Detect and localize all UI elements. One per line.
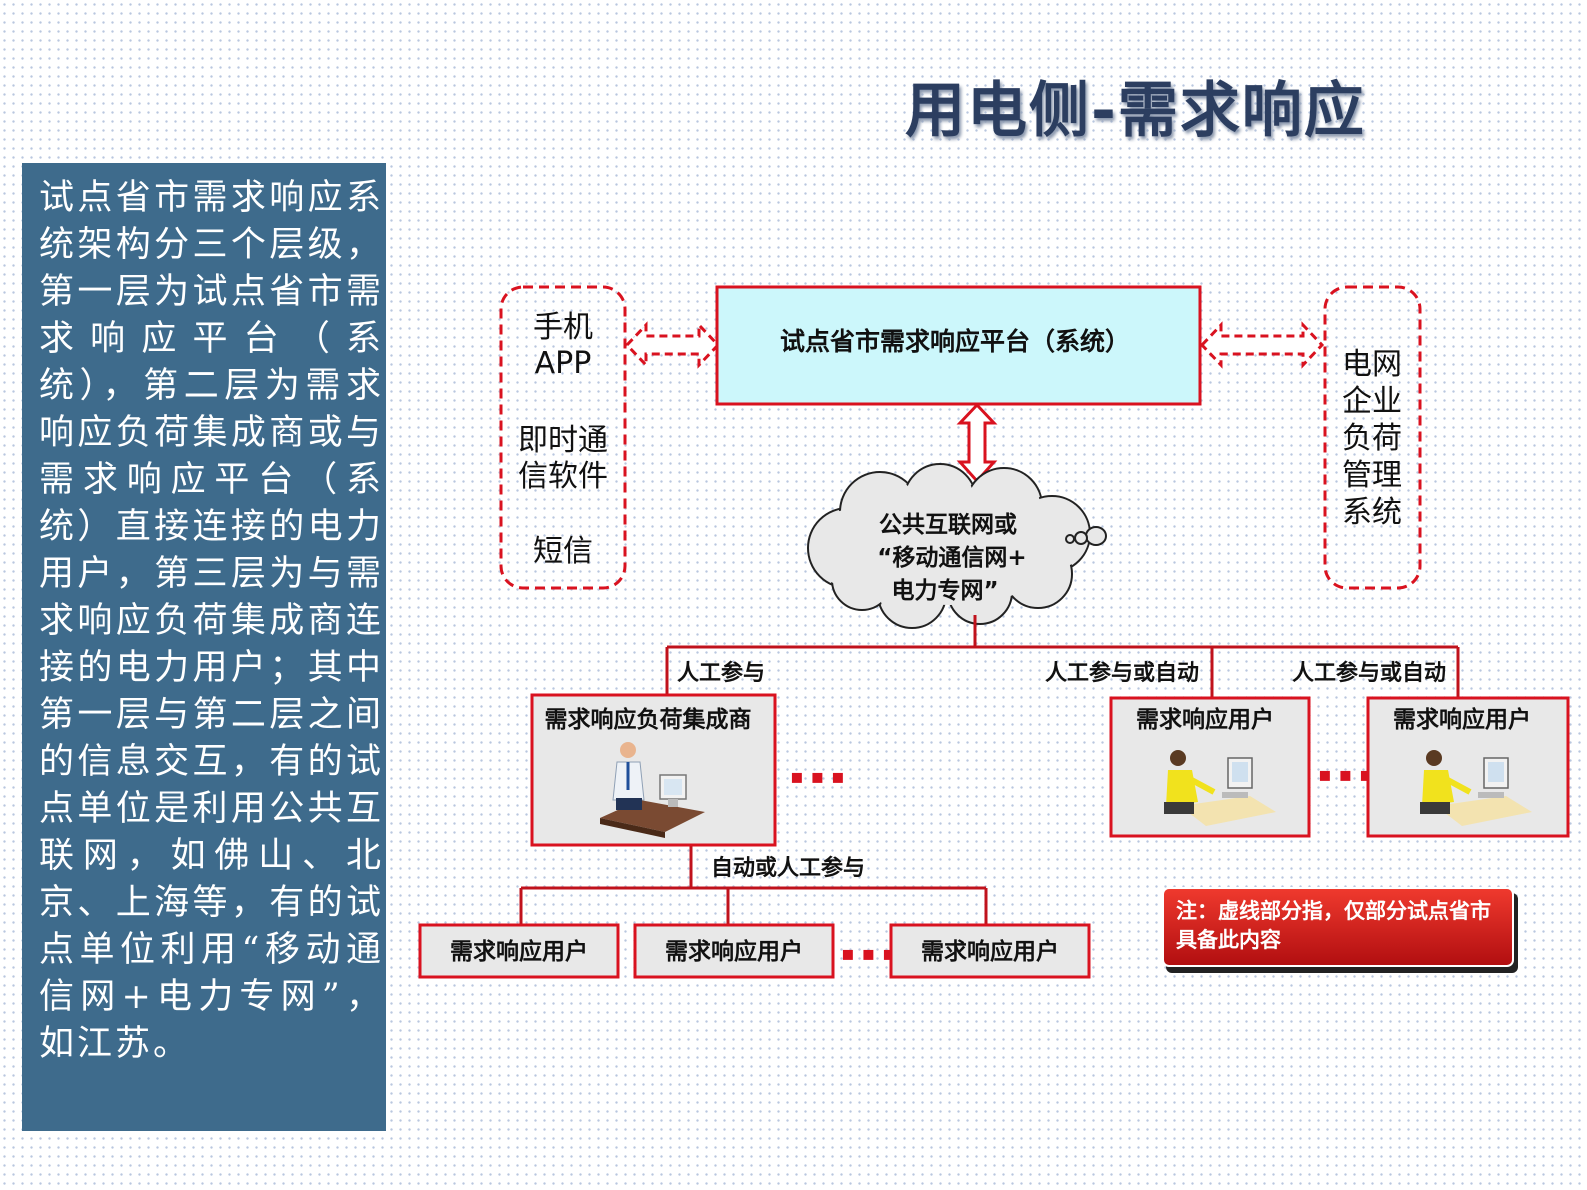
cloud-bubbles — [1065, 526, 1107, 546]
tier3-user-box-3 — [889, 923, 1091, 979]
left-dashed-arrow — [624, 321, 721, 369]
description-panel: 试点省市需求响应系统架构分三个层级，第一层为试点省市需求响应平台（系统），第二层… — [22, 163, 386, 1131]
left-box-line3: 即时通 — [518, 423, 608, 458]
tier3-user-label-2: 需求响应用户 — [665, 938, 803, 965]
note-line2: 具备此内容 — [1176, 928, 1281, 952]
tier3-user-box-2 — [633, 923, 835, 979]
tier2-user-label-1: 需求响应用户 — [1136, 706, 1274, 733]
ellipsis-tier2-right: ▪ ▪ ▪ — [1318, 762, 1373, 786]
cloud-fill — [810, 466, 1088, 626]
slide-title: 用电侧-需求响应 — [905, 76, 1366, 146]
platform-label: 试点省市需求响应平台（系统） — [780, 327, 1130, 356]
branch-label-manual-or-auto-1: 人工参与或自动 — [1045, 660, 1199, 686]
note-box — [1162, 887, 1514, 967]
cloud-line3: 电力专网” — [891, 577, 998, 604]
note-line1: 注：虚线部分指，仅部分试点省市 — [1176, 899, 1491, 923]
ellipsis-tier2-left: ▪ ▪ ▪ — [790, 764, 845, 788]
description-text: 试点省市需求响应系统架构分三个层级，第一层为试点省市需求响应平台（系统），第二层… — [39, 178, 384, 1064]
right-dashed-box — [1323, 285, 1422, 590]
tree-connectors — [519, 615, 1460, 925]
left-box-line1: 手机 — [533, 310, 593, 345]
tier2-user-computer-icon-1 — [1164, 750, 1276, 826]
branch-label-manual: 人工参与 — [677, 660, 765, 686]
left-dashed-box — [499, 285, 627, 590]
tier3-user-label-1: 需求响应用户 — [450, 938, 588, 965]
tier2-user-label-2: 需求响应用户 — [1393, 706, 1531, 733]
tier2-user-box-2 — [1366, 696, 1570, 838]
platform-box — [715, 285, 1202, 406]
right-box-line5: 系统 — [1342, 495, 1402, 530]
branch-label-manual-or-auto-2: 人工参与或自动 — [1292, 660, 1446, 686]
branch-label-auto-or-manual: 自动或人工参与 — [711, 855, 865, 881]
cloud-line1: 公共互联网或 — [879, 512, 1017, 538]
tier3-user-label-3: 需求响应用户 — [921, 938, 1059, 965]
right-box-line1: 电网 — [1342, 347, 1402, 382]
right-box-line2: 企业 — [1342, 384, 1402, 419]
aggregator-label: 需求响应负荷集成商 — [545, 706, 752, 733]
aggregator-person-at-desk-icon — [600, 742, 705, 838]
left-box-line5: 短信 — [533, 534, 593, 569]
right-box-line3: 负荷 — [1342, 421, 1402, 456]
right-dashed-arrow — [1199, 321, 1325, 369]
ellipsis-tier3: ▪ ▪ ▪ — [841, 941, 896, 965]
left-box-line2: APP — [535, 346, 592, 381]
vertical-double-arrow — [956, 402, 998, 484]
tier3-user-box-1 — [418, 923, 620, 979]
left-box-line4: 信软件 — [518, 459, 608, 494]
tier2-user-computer-icon-2 — [1420, 750, 1532, 826]
right-box-line4: 管理 — [1342, 458, 1402, 493]
cloud-line2: “移动通信网+ — [877, 544, 1026, 571]
